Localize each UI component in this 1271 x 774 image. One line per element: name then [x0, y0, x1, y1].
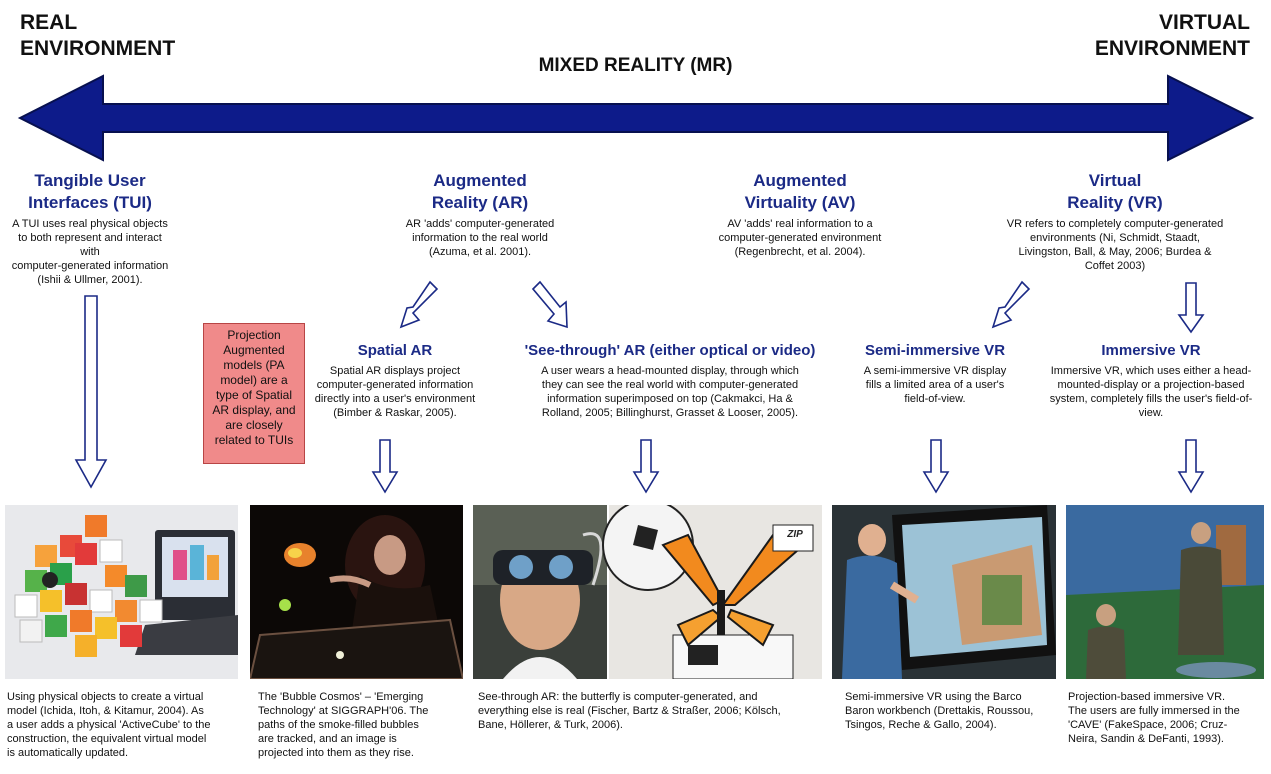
- pa-model-note: Projection Augmented models (PA model) a…: [203, 323, 305, 464]
- immersive-caption: Projection-based immersive VR. The users…: [1068, 691, 1240, 745]
- bubble-cosmos-caption: The 'Bubble Cosmos' – 'Emerging Technolo…: [258, 691, 429, 759]
- bubble-cosmos-photo: [250, 505, 463, 679]
- vr-description: VR refers to completely computer-generat…: [1006, 218, 1224, 272]
- ar-to-seethrough-arrow: [531, 280, 568, 329]
- ar-section: Augmented Reality (AR) AR 'adds' compute…: [380, 170, 580, 259]
- see-through-ar-section: 'See-through' AR (either optical or vide…: [520, 342, 820, 420]
- semi-immersive-vr-section: Semi-immersive VR A semi-immersive VR di…: [840, 342, 1030, 406]
- spatial-down-arrow: [371, 439, 399, 494]
- vr-to-semi-arrow: [991, 280, 1031, 329]
- av-description: AV 'adds' real information to a computer…: [718, 218, 882, 258]
- immersive-vr-title: Immersive VR: [1101, 342, 1201, 359]
- tui-description: A TUI uses real physical objects to both…: [11, 218, 169, 286]
- immersive-down-arrow: [1177, 439, 1205, 494]
- semi-down-arrow: [922, 439, 950, 494]
- semi-immersive-vr-title: Semi-immersive VR: [864, 342, 1006, 359]
- activecube-photo: [5, 505, 238, 679]
- vr-to-immersive-arrow: [1177, 282, 1205, 334]
- immersive-vr-section: Immersive VR Immersive VR, which uses ei…: [1040, 342, 1262, 420]
- see-through-ar-photo: ZIP: [473, 505, 822, 679]
- ar-to-spatial-arrow: [399, 280, 439, 329]
- see-through-caption: See-through AR: the butterfly is compute…: [478, 691, 781, 731]
- spatial-ar-section: Spatial AR Spatial AR displays project c…: [300, 342, 490, 420]
- semi-immersive-photo: [832, 505, 1056, 679]
- spatial-ar-description: Spatial AR displays project computer-gen…: [314, 365, 476, 419]
- real-environment-label: REAL ENVIRONMENT: [20, 11, 176, 60]
- immersive-photo: [1066, 505, 1264, 679]
- see-through-ar-title: 'See-through' AR (either optical or vide…: [524, 342, 816, 359]
- see-through-ar-description: A user wears a head-mounted display, thr…: [541, 365, 799, 419]
- vr-title: Virtual Reality (VR): [1067, 171, 1163, 212]
- zip-badge: ZIP: [787, 529, 803, 540]
- virtual-environment-label: VIRTUAL ENVIRONMENT: [1094, 11, 1250, 60]
- vr-section: Virtual Reality (VR) VR refers to comple…: [1005, 170, 1225, 273]
- seethrough-down-arrow: [632, 439, 660, 494]
- av-section: Augmented Virtuality (AV) AV 'adds' real…: [700, 170, 900, 259]
- tui-caption: Using physical objects to create a virtu…: [7, 691, 211, 759]
- mr-continuum-arrow: [17, 74, 1255, 162]
- semi-immersive-caption: Semi-immersive VR using the Barco Baron …: [845, 691, 1034, 731]
- tui-title: Tangible User Interfaces (TUI): [28, 171, 152, 212]
- tui-section: Tangible User Interfaces (TUI) A TUI use…: [10, 170, 170, 287]
- immersive-vr-description: Immersive VR, which uses either a head- …: [1049, 365, 1253, 419]
- tui-down-arrow: [74, 295, 108, 489]
- mixed-reality-label: MIXED REALITY (MR): [538, 55, 733, 76]
- av-title: Augmented Virtuality (AV): [744, 171, 856, 212]
- ar-title: Augmented Reality (AR): [431, 171, 529, 212]
- semi-immersive-vr-description: A semi-immersive VR display fills a limi…: [863, 365, 1007, 405]
- ar-description: AR 'adds' computer-generated information…: [405, 218, 555, 258]
- spatial-ar-title: Spatial AR: [357, 342, 433, 359]
